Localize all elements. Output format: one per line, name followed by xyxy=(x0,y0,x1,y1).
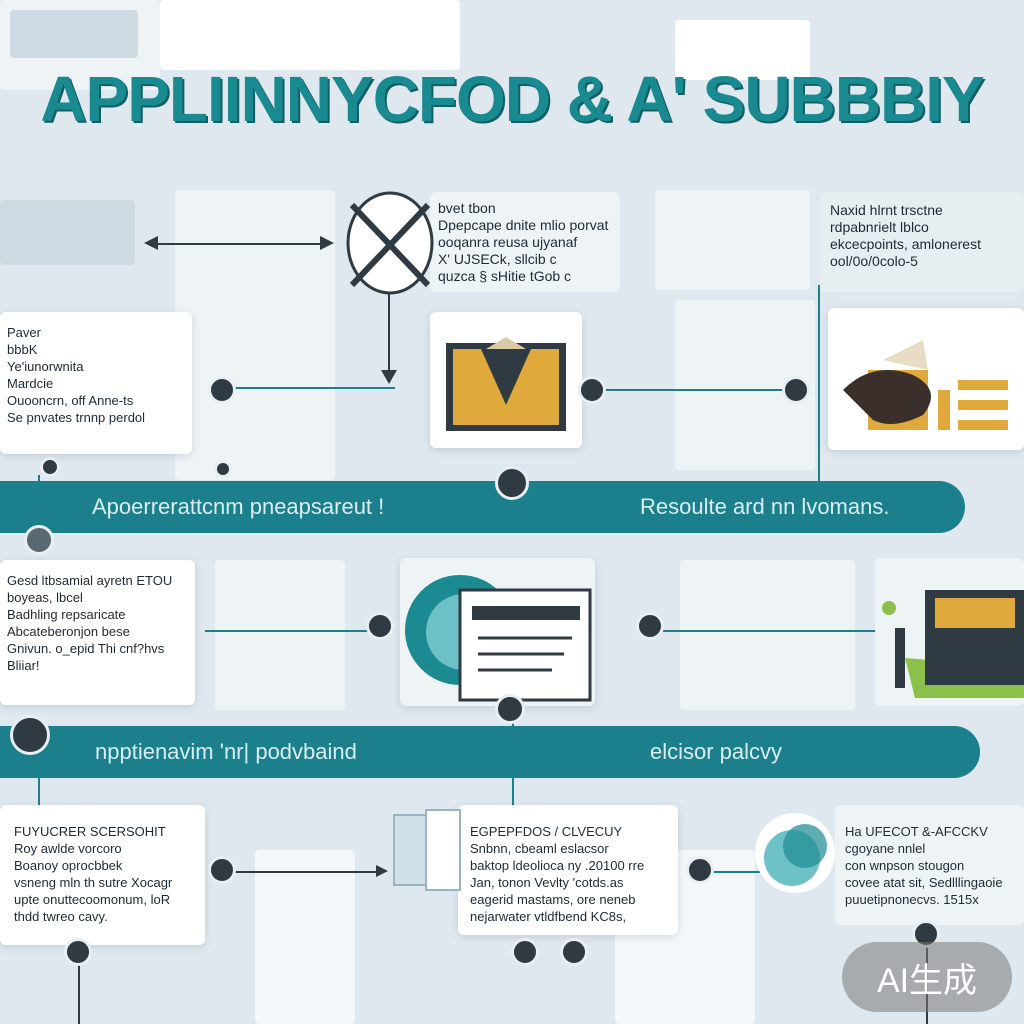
band-label-right: elcisor palcvy xyxy=(650,739,783,764)
connector-line xyxy=(78,955,80,1024)
background-panel xyxy=(175,190,335,480)
arrow-head-icon xyxy=(381,370,397,384)
background-panel xyxy=(160,0,460,70)
info-card-left-middle: Gesd ltbsamial ayretn ETOU boyeas, lbcel… xyxy=(0,560,195,705)
connector-dot xyxy=(366,612,394,640)
scissors-cross-icon xyxy=(346,191,434,295)
connector-dot xyxy=(686,856,714,884)
connector-line xyxy=(230,871,380,873)
info-card-bottom-right: Ha UFECOT &-AFCCKV cgoyane nnlel con wnp… xyxy=(835,805,1024,925)
connector-dot xyxy=(24,525,54,555)
connector-dot xyxy=(636,612,664,640)
arrow-head-icon xyxy=(376,865,388,877)
connector-dot xyxy=(782,376,810,404)
connector-line xyxy=(600,389,790,391)
connector-line xyxy=(205,630,375,632)
card-text: Ha UFECOT &-AFCCKV cgoyane nnlel con wnp… xyxy=(845,824,1003,907)
document-sketch-icon xyxy=(393,809,461,891)
arrow-head-icon xyxy=(144,236,158,250)
icon-tile-folder-pencil xyxy=(875,558,1024,706)
card-text: Paver bbbK Ye'iunorwnita Mardcie Ouooncr… xyxy=(7,325,146,425)
connector-line xyxy=(660,630,875,632)
background-panel xyxy=(0,200,135,265)
info-card-left-upper: Paver bbbK Ye'iunorwnita Mardcie Ouooncr… xyxy=(0,312,192,454)
band-label-left: Apoerrerattcnm pneapsareut ! xyxy=(92,494,385,519)
page-title: APPLIINNYCFOD & A' SUBBBIY xyxy=(40,63,984,135)
connector-dot xyxy=(495,694,525,724)
background-panel xyxy=(675,20,810,80)
background-panel xyxy=(255,850,355,1024)
connector-dot xyxy=(208,376,236,404)
document-bubble-icon xyxy=(405,575,592,702)
connector-line xyxy=(230,387,395,389)
icon-tile-hand xyxy=(828,308,1024,450)
arrow-head-icon xyxy=(320,236,334,250)
background-panel xyxy=(10,10,138,58)
info-card-bottom-center: EGPEPFDOS / CLVECUY Snbnn, cbeaml eslacs… xyxy=(458,805,678,935)
connector-line xyxy=(700,871,760,873)
card-text: Naxid hlrnt trsctne rdpabnrielt lblco ek… xyxy=(830,202,981,269)
band-label-left: npptienavim 'nr| podvbaind xyxy=(95,739,357,764)
hand-gears-icon xyxy=(843,340,1008,430)
info-card-bottom-left: FUYUCRER SCERSOHIT Roy awlde vorcoro Boa… xyxy=(0,805,205,945)
folder-envelope-icon xyxy=(446,337,566,431)
bubble-globe-icon xyxy=(755,813,835,893)
connector-dot xyxy=(64,938,92,966)
connector-dot xyxy=(214,460,232,478)
card-text: bvet tbon Dpepcape dnite mlio porvat ooq… xyxy=(438,200,609,284)
background-panel xyxy=(680,560,855,710)
connector-line xyxy=(818,285,820,485)
info-card-top-center: bvet tbon Dpepcape dnite mlio porvat ooq… xyxy=(430,192,620,292)
card-text: FUYUCRER SCERSOHIT Roy awlde vorcoro Boa… xyxy=(14,824,173,924)
connector-dot xyxy=(560,938,588,966)
card-text: Gesd ltbsamial ayretn ETOU boyeas, lbcel… xyxy=(7,573,173,673)
icon-tile-document xyxy=(400,558,595,706)
folder-pencil-icon xyxy=(882,590,1024,698)
process-band-lower: npptienavim 'nr| podvbaind elcisor palcv… xyxy=(0,726,980,778)
card-text: EGPEPFDOS / CLVECUY Snbnn, cbeaml eslacs… xyxy=(470,824,645,924)
background-panel xyxy=(215,560,345,710)
icon-tile-folder xyxy=(430,312,582,448)
info-card-top-right: Naxid hlrnt trsctne rdpabnrielt lblco ek… xyxy=(820,192,1024,292)
connector-line xyxy=(150,243,325,245)
process-band-upper: Apoerrerattcnm pneapsareut ! Resoulte ar… xyxy=(0,481,965,533)
connector-dot xyxy=(578,376,606,404)
band-label-right: Resoulte ard nn lvomans. xyxy=(640,494,890,519)
connector-dot xyxy=(511,938,539,966)
connector-dot xyxy=(208,856,236,884)
connector-line xyxy=(388,250,390,375)
connector-dot xyxy=(40,457,60,477)
connector-dot xyxy=(495,466,529,500)
connector-dot xyxy=(10,715,50,755)
background-panel xyxy=(655,190,810,290)
ai-generated-badge: AI生成 xyxy=(842,942,1012,1012)
